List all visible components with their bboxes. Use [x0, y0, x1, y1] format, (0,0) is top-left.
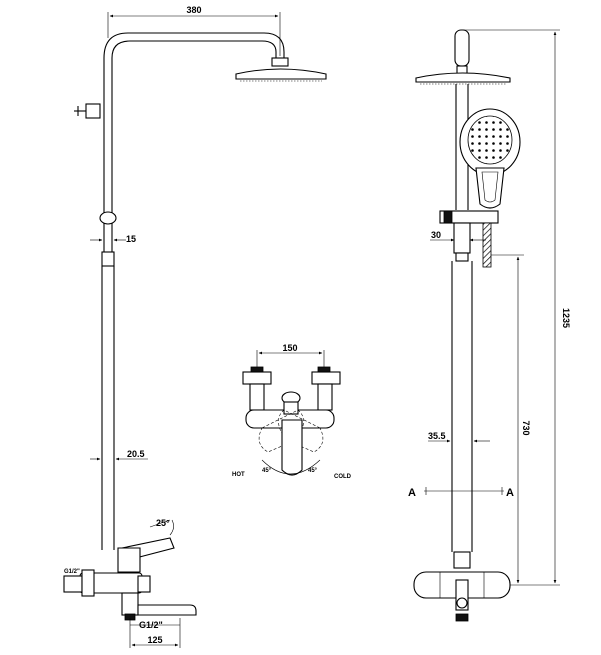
lever-mixer-side: 25°: [117, 518, 175, 573]
right-front-view: 1235 730 30: [408, 29, 571, 622]
overhead-shower-head: [235, 68, 327, 80]
shower-head-connector: [271, 57, 289, 67]
section-label-right: A: [506, 487, 514, 499]
dim-outlet-g12: G1/2": [130, 620, 180, 630]
svg-text:125: 125: [147, 635, 162, 645]
svg-text:G1/2": G1/2": [139, 620, 163, 630]
diverter-knob-left: [74, 103, 101, 119]
svg-text:15: 15: [126, 234, 136, 244]
label-hot: HOT: [232, 472, 245, 478]
dim-angle-hot: 45°: [262, 468, 272, 474]
dim-angle-25: 25°: [156, 518, 170, 528]
svg-text:730: 730: [521, 420, 531, 435]
mixer-connector-cold: [311, 366, 341, 411]
svg-text:35.5: 35.5: [428, 431, 446, 441]
dim-inlet-g12: G1/2": [64, 569, 80, 575]
mixer-body-side: [63, 569, 197, 621]
dim-spacing-125: 125: [129, 618, 181, 648]
section-label-left: A: [408, 487, 416, 499]
dim-pipe-35-5: 35.5: [428, 431, 490, 443]
left-side-view: 380 15 20.: [63, 5, 327, 648]
label-cold: COLD: [334, 474, 352, 480]
dim-center-150: 150: [256, 343, 325, 370]
diverter-block: [453, 551, 471, 569]
section-a-a: A A: [408, 487, 514, 499]
dim-angle-cold: 45°: [308, 468, 318, 474]
dim-pipe-15: 15: [90, 234, 136, 244]
overhead-shower-front: [415, 72, 511, 83]
dim-width-380: 380: [107, 5, 281, 56]
svg-text:1235: 1235: [561, 308, 571, 328]
shower-hose: [482, 222, 492, 268]
dim-height-730: 730: [486, 254, 531, 584]
lever-rotation-positions: [258, 409, 324, 476]
riser-top-cap: [454, 29, 470, 67]
shower-arm: [103, 32, 285, 210]
mixer-bar-front: [413, 571, 511, 622]
mixer-connector-hot: [242, 366, 272, 411]
center-mixer-view: 150 HOT COLD 45° 45°: [232, 343, 352, 480]
dim-label-380: 380: [186, 5, 201, 15]
slider-bead: [99, 211, 117, 225]
dim-pipe-30: 30: [430, 230, 486, 242]
svg-text:30: 30: [431, 230, 441, 240]
svg-text:20.5: 20.5: [127, 449, 145, 459]
hand-shower: [459, 108, 521, 209]
dim-pipe-20-5: 20.5: [90, 449, 148, 461]
pipe-coupling: [101, 251, 115, 267]
svg-text:150: 150: [282, 343, 297, 353]
